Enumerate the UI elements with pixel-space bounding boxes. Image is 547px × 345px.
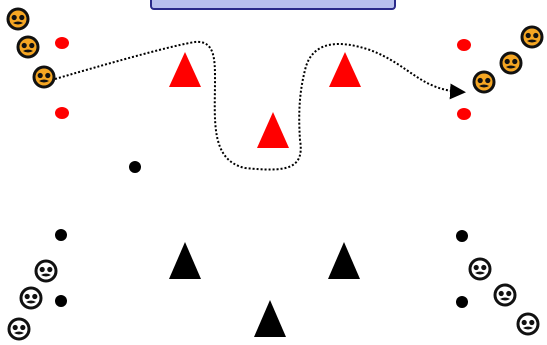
black-dot-marker [456, 230, 468, 242]
white-player-face-icon [36, 261, 56, 281]
yellow-player-face-icon [474, 72, 494, 92]
white-player-face-icon [495, 285, 515, 305]
yellow-player-face-icon [522, 27, 542, 47]
red-dot-marker [457, 108, 471, 120]
yellow-player-face-icon [501, 53, 521, 73]
yellow-player-face-icon [18, 37, 38, 57]
white-player-face-icon [21, 288, 41, 308]
red-dot-marker [55, 107, 69, 119]
white-player-face-icon [470, 259, 490, 279]
white-player-face-icon [518, 314, 538, 334]
red-cone-icon [257, 112, 289, 148]
black-dot-marker [129, 161, 141, 173]
black-dot-marker [55, 229, 67, 241]
red-cone-icon [169, 52, 201, 87]
black-cone-icon [254, 300, 286, 337]
red-cone-icon [329, 52, 361, 87]
red-dot-marker [55, 37, 69, 49]
dribble-path [55, 42, 462, 170]
black-dot-marker [55, 295, 67, 307]
yellow-player-face-icon [34, 67, 54, 87]
black-cone-icon [169, 242, 201, 279]
white-player-face-icon [9, 319, 29, 339]
red-dot-marker [457, 39, 471, 51]
black-dot-marker [456, 296, 468, 308]
yellow-player-face-icon [8, 9, 28, 29]
black-cone-icon [328, 242, 360, 279]
